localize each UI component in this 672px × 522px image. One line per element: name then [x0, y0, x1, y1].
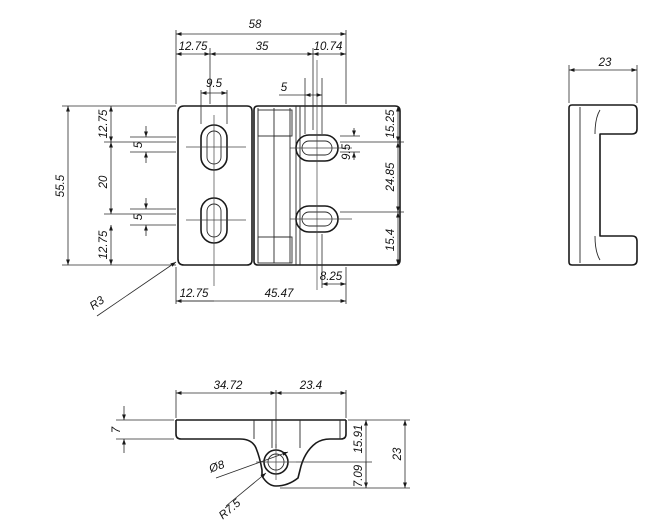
front-view: 58 12.75 35 10.74 9.5 5 55.5 12.75 20 12… [55, 19, 404, 317]
dim-right-slot-offset: 8.25 [320, 271, 343, 283]
dim-corner-radius: R3 [88, 294, 107, 313]
extension-lines [62, 30, 404, 304]
dim-slot-length: 5 [281, 82, 288, 94]
dim-right-slot-width: 9.5 [341, 143, 353, 160]
dim-top-margin-left: 12.75 [98, 109, 110, 138]
centerlines [186, 60, 352, 290]
dim-hole-diameter: Ø8 [207, 459, 227, 476]
dim-bottom-left-span: 34.72 [214, 380, 243, 392]
side-view: 23 [568, 57, 638, 266]
dim-center-span: 35 [256, 41, 269, 53]
dim-overall-height: 55.5 [55, 174, 67, 197]
dim-right-top: 15.25 [385, 109, 397, 138]
dim-hole-to-top: 15.91 [353, 425, 365, 454]
dim-slot-height-upper: 5 [133, 141, 145, 148]
dim-overall-width: 58 [249, 19, 262, 31]
right-leaf-outline [253, 105, 401, 266]
dim-right-pitch: 24.85 [385, 162, 397, 192]
bottom-view-outline [175, 420, 347, 487]
dim-bottom-offset: 12.75 [180, 288, 209, 300]
dim-bottom-margin-left: 12.75 [98, 230, 110, 259]
dimension-lines [66, 32, 400, 317]
dim-slot-pitch: 20 [98, 175, 110, 189]
dim-slot-height-lower: 5 [133, 213, 145, 220]
dim-left-offset-top: 12.75 [179, 41, 208, 53]
dim-side-thickness: 23 [598, 57, 612, 69]
dim-right-bottom: 15.4 [385, 229, 397, 251]
bottom-view: 34.72 23.4 7 Ø8 R7.5 7.09 15.91 23 [111, 380, 410, 522]
dim-slot-width: 9.5 [206, 78, 223, 90]
dim-bottom-span: 45.47 [265, 288, 294, 300]
knuckle-details [257, 106, 301, 265]
dim-flange-thickness: 7 [111, 426, 123, 433]
dim-boss-radius: R7.5 [217, 497, 244, 522]
dim-hole-height: 7.09 [353, 464, 365, 487]
dim-total-depth: 23 [392, 447, 404, 461]
side-outline [568, 104, 638, 266]
dim-bottom-right-span: 23.4 [299, 380, 322, 392]
left-plate-outline [177, 105, 253, 266]
dim-right-offset: 10.74 [314, 41, 343, 53]
